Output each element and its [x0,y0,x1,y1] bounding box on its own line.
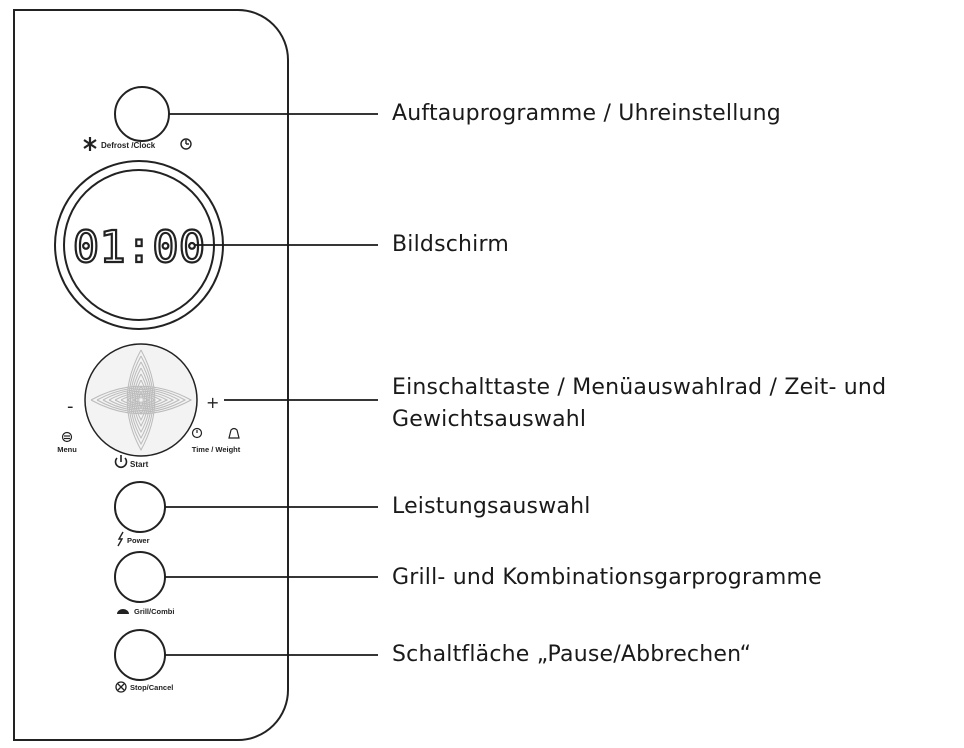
start-label: Start [130,460,149,469]
grill-combi-button[interactable] [114,551,166,603]
leader-lines [165,113,378,656]
menu-dial[interactable] [84,343,198,457]
power-symbol-icon [114,455,128,469]
time-weight-label: Time / Weight [192,445,241,454]
dial-texture-line [90,349,193,452]
grill-icon [117,609,129,614]
defrost-clock-control: Defrost /Clock [83,86,192,151]
lightning-icon [117,531,124,547]
grill-combi-control: Grill/Combi [114,551,174,616]
power-control: Power [114,481,166,547]
power-label: Power [127,536,150,545]
callout-dial-line2: Gewichtsauswahl [392,407,587,432]
dial-control: - + Menu Time / Weight Start [57,343,241,469]
stop-cancel-control: Stop/Cancel [114,629,173,693]
display-unit: 01:00 [54,160,224,330]
stop-cancel-button[interactable] [114,629,166,681]
plus-sign: + [206,393,219,412]
callout-stop-cancel: Schaltfläche „Pause/Abbrechen“ [392,642,752,667]
panel-outline [13,9,289,741]
dial-texture-line [102,361,181,440]
stop-icon [115,681,127,693]
weight-icon [228,427,240,439]
menu-label: Menu [57,445,77,454]
grill-combi-label: Grill/Combi [134,607,174,616]
display-time: 01:00 [73,222,205,273]
callout-dial-line1: Einschalttaste / Menüauswahlrad / Zeit- … [392,375,887,400]
dial-texture-line [114,373,169,428]
power-button[interactable] [114,481,166,533]
callout-defrost-clock: Auftauprogramme / Uhreinstellung [392,101,781,126]
defrost-clock-label: Defrost /Clock [101,141,156,150]
callout-power: Leistungsauswahl [392,494,591,519]
dial-texture-line [96,355,187,446]
minus-sign: - [67,396,74,417]
timer-icon [191,427,203,439]
callout-grill-combi: Grill- und Kombinationsgarprogramme [392,565,822,590]
dial-texture [90,349,193,452]
defrost-clock-button[interactable] [114,86,170,142]
callout-display: Bildschirm [392,232,509,257]
stop-cancel-label: Stop/Cancel [130,683,173,692]
snowflake-icon [83,137,97,151]
menu-icon [61,431,73,443]
clock-icon [180,138,192,150]
